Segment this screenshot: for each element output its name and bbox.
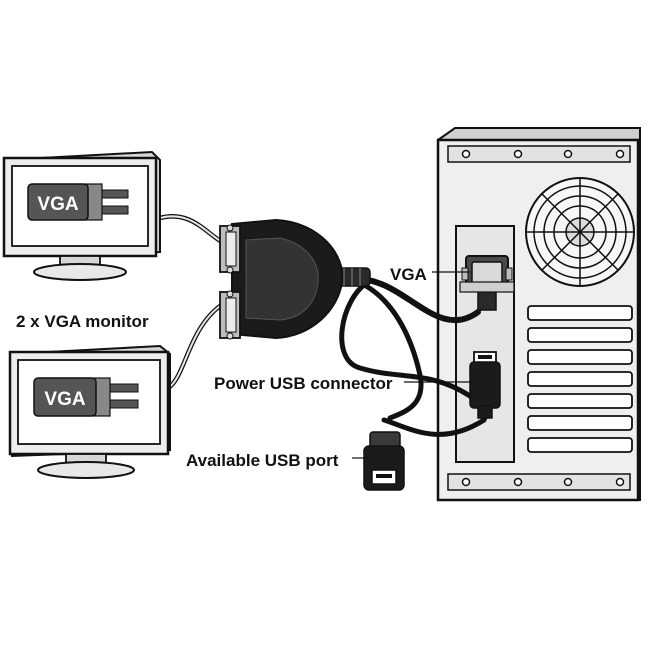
leader-lines <box>352 271 472 459</box>
vga-label: VGA <box>390 265 427 284</box>
monitor-screen-label: VGA <box>37 194 78 215</box>
power-usb-label: Power USB connector <box>214 374 393 393</box>
vga-screen-graphic: VGA <box>33 377 139 417</box>
pc-tower-icon <box>436 127 641 502</box>
available-usb-label: Available USB port <box>186 451 339 470</box>
usb-plug-icon <box>469 351 501 419</box>
monitor-icon: VGA <box>8 344 171 479</box>
monitors-label: 2 x VGA monitor <box>16 312 149 331</box>
vent-slots <box>527 305 633 453</box>
usb-socket-icon <box>363 431 405 491</box>
fan-grille-icon <box>525 177 635 287</box>
monitor-icon: VGA <box>2 150 161 281</box>
vga-splitter-icon <box>219 218 371 340</box>
vga-screen-graphic: VGA <box>27 183 129 221</box>
monitor-screen-label: VGA <box>44 389 85 410</box>
vga-plug-icon <box>459 255 515 311</box>
